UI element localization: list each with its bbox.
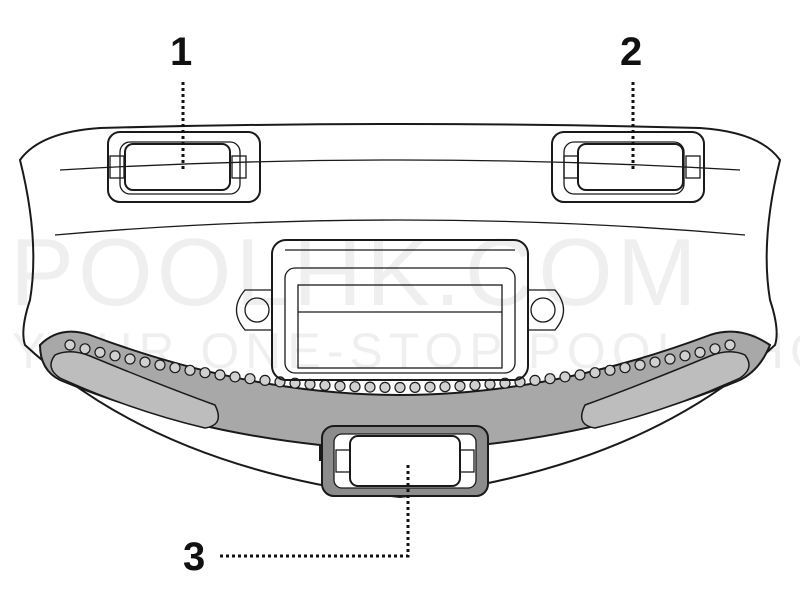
watermark-main: POOLHK.COM: [10, 219, 701, 326]
brush-nub: [109, 350, 121, 362]
brush-band-dots: [64, 339, 736, 394]
brush-nub: [559, 371, 571, 383]
left-latch-hole: [244, 297, 270, 323]
left-brush-slot: [50, 351, 220, 429]
right-brush-slot: [580, 351, 750, 429]
brush-nub: [664, 353, 676, 365]
brush-nub: [139, 356, 151, 368]
brush-nub: [649, 356, 661, 368]
brush-nub: [169, 362, 181, 374]
brush-nub: [589, 367, 601, 379]
brush-nub: [424, 381, 436, 393]
callout-leader-3: [220, 462, 410, 558]
brush-nub: [439, 381, 451, 393]
right-latch: [528, 289, 565, 331]
intake-grid: [297, 284, 503, 369]
brush-nub: [94, 346, 106, 358]
brush-nub: [409, 381, 421, 393]
brush-nub: [394, 381, 406, 394]
brush-nub: [64, 339, 76, 351]
roller-3: [321, 425, 489, 497]
brush-nub: [334, 380, 346, 392]
brush-nub: [199, 367, 211, 379]
intake-opening: [284, 267, 516, 374]
brush-nub: [469, 379, 481, 391]
brush-nub: [124, 353, 136, 365]
cleaner-body-outline: [18, 123, 782, 499]
brush-nub: [544, 373, 556, 385]
brush-nub: [529, 374, 541, 386]
roller-2: [551, 131, 705, 203]
brush-nub: [694, 346, 706, 358]
brush-nub: [604, 364, 616, 376]
brush-nub: [454, 380, 466, 392]
brush-nub: [724, 339, 736, 351]
brush-nub: [229, 371, 241, 383]
brush-nub: [379, 381, 391, 393]
brush-nub: [214, 369, 226, 381]
body-edge-line: [59, 159, 741, 171]
callout-label-2: 2: [620, 30, 642, 74]
brush-nub: [319, 379, 331, 391]
brush-nub: [364, 381, 376, 393]
intake-housing: [271, 239, 529, 381]
brush-nub: [259, 374, 271, 386]
brush-nub: [619, 362, 631, 374]
brush-nub: [79, 343, 91, 355]
body-edge-line: [54, 219, 746, 236]
brush-nub: [679, 350, 691, 362]
brush-nub: [349, 381, 361, 393]
callout-label-3: 3: [183, 535, 205, 579]
left-latch: [235, 289, 272, 331]
right-latch-hole: [530, 297, 556, 323]
brush-nub: [154, 359, 166, 371]
brush-nub: [574, 369, 586, 381]
brush-nub: [244, 373, 256, 385]
brush-nub: [634, 359, 646, 371]
roller-1: [107, 131, 261, 203]
brush-nub: [709, 343, 721, 355]
callout-label-1: 1: [170, 30, 192, 74]
brush-nub: [184, 364, 196, 376]
